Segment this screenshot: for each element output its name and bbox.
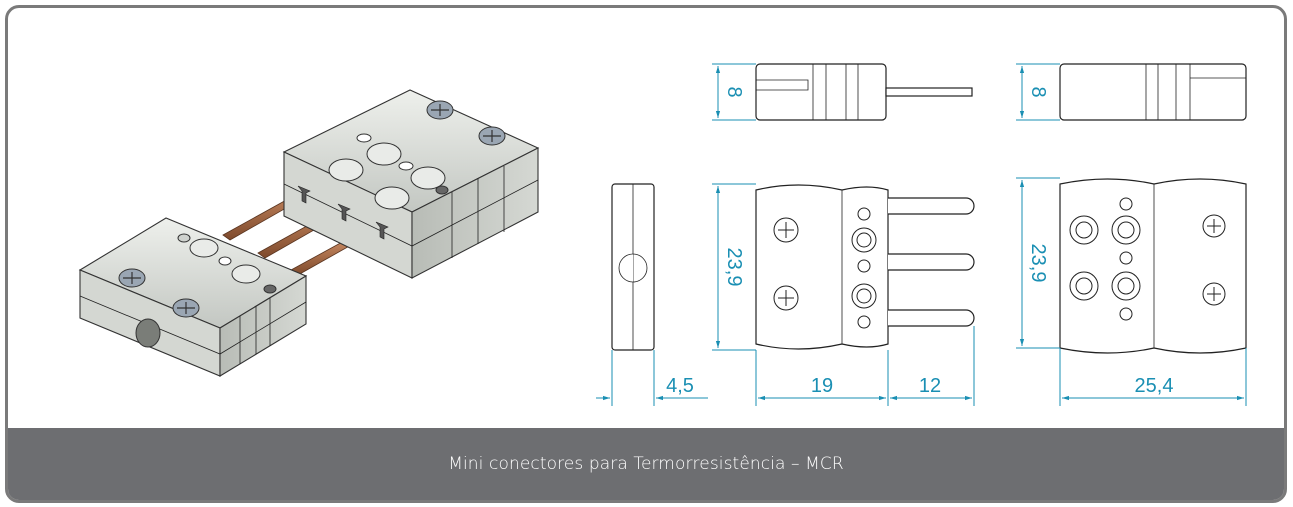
female-top-view [1059, 63, 1247, 121]
technical-drawing: 8 8 23,9 23,9 4,5 19 12 25,4 [78, 63, 1247, 406]
dim-pin-length: 12 [919, 375, 941, 397]
dim-height-top-left: 8 [723, 86, 745, 97]
female-front-view [1059, 178, 1247, 354]
cable-hole [135, 318, 161, 348]
caption-text: Mini conectores para Termorresistência –… [448, 454, 844, 474]
figure-frame: 8 8 23,9 23,9 4,5 19 12 25,4 Mini conect… [5, 5, 1287, 503]
screw-icon [172, 298, 200, 318]
screw-icon [1202, 282, 1226, 306]
dim-height-top-right: 8 [1027, 86, 1049, 97]
screw-icon [1202, 214, 1226, 238]
dim-height-front-left: 23,9 [723, 248, 745, 287]
dim-socket-width: 25,4 [1135, 375, 1174, 397]
screw-icon [426, 100, 454, 120]
dim-side-width: 4,5 [666, 375, 694, 397]
male-front-view [755, 184, 975, 350]
male-side-view [611, 183, 655, 351]
screw-icon [773, 217, 799, 243]
dimension-lines [596, 63, 1247, 406]
screw-icon [773, 285, 799, 311]
screw-icon [478, 126, 506, 146]
dim-height-front-right: 23,9 [1027, 244, 1049, 283]
female-connector-3d [282, 89, 540, 279]
dim-body-width: 19 [811, 375, 833, 397]
figure-caption: Mini conectores para Termorresistência –… [8, 428, 1284, 500]
male-top-view [755, 63, 973, 121]
screw-icon [118, 268, 146, 288]
male-connector-3d [78, 187, 354, 377]
